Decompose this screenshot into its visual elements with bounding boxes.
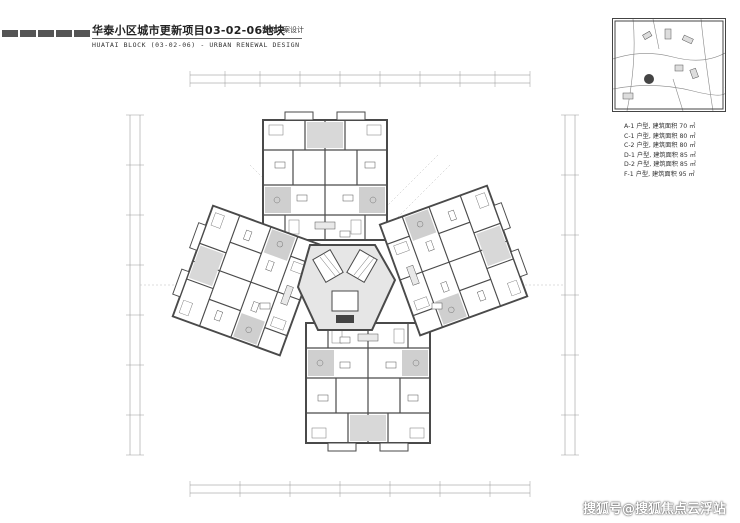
residential-wing-east: [378, 182, 536, 337]
legend-item: F-1 户型, 建筑面积 95 ㎡: [624, 170, 695, 178]
legend-item: D-2 户型, 建筑面积 85 ㎡: [624, 161, 696, 169]
page-title-english: HUATAI BLOCK (03-02-06) - URBAN RENEWAL …: [92, 41, 300, 49]
site-key-map: [612, 18, 727, 112]
legend-item: C-2 户型, 建筑面积 80 ㎡: [624, 142, 696, 150]
unit-type-legend: A-1 户型, 建筑面积 70 ㎡ C-1 户型, 建筑面积 80 ㎡ C-2 …: [624, 122, 696, 180]
legend-item: C-1 户型, 建筑面积 80 ㎡: [624, 132, 696, 140]
page-subtitle: 建筑方案设计: [262, 26, 304, 34]
central-core: [296, 244, 397, 331]
watermark: 搜狐号@搜狐焦点云浮站: [582, 502, 726, 517]
title-divider: [92, 38, 302, 39]
page-title: 华泰小区城市更新项目03-02-06地块: [92, 24, 286, 37]
dimension-lines: [126, 71, 579, 497]
site-key-map-drawing: [612, 18, 727, 112]
residential-wing-south: [305, 322, 431, 452]
residential-wing-north: [262, 111, 388, 241]
logo-bars: [2, 30, 90, 38]
site-marker-icon: [644, 74, 654, 84]
floor-plan-drawing: [126, 71, 579, 497]
legend-item: A-1 户型, 建筑面积 70 ㎡: [624, 123, 696, 130]
legend-item: D-1 户型, 建筑面积 85 ㎡: [624, 151, 696, 159]
